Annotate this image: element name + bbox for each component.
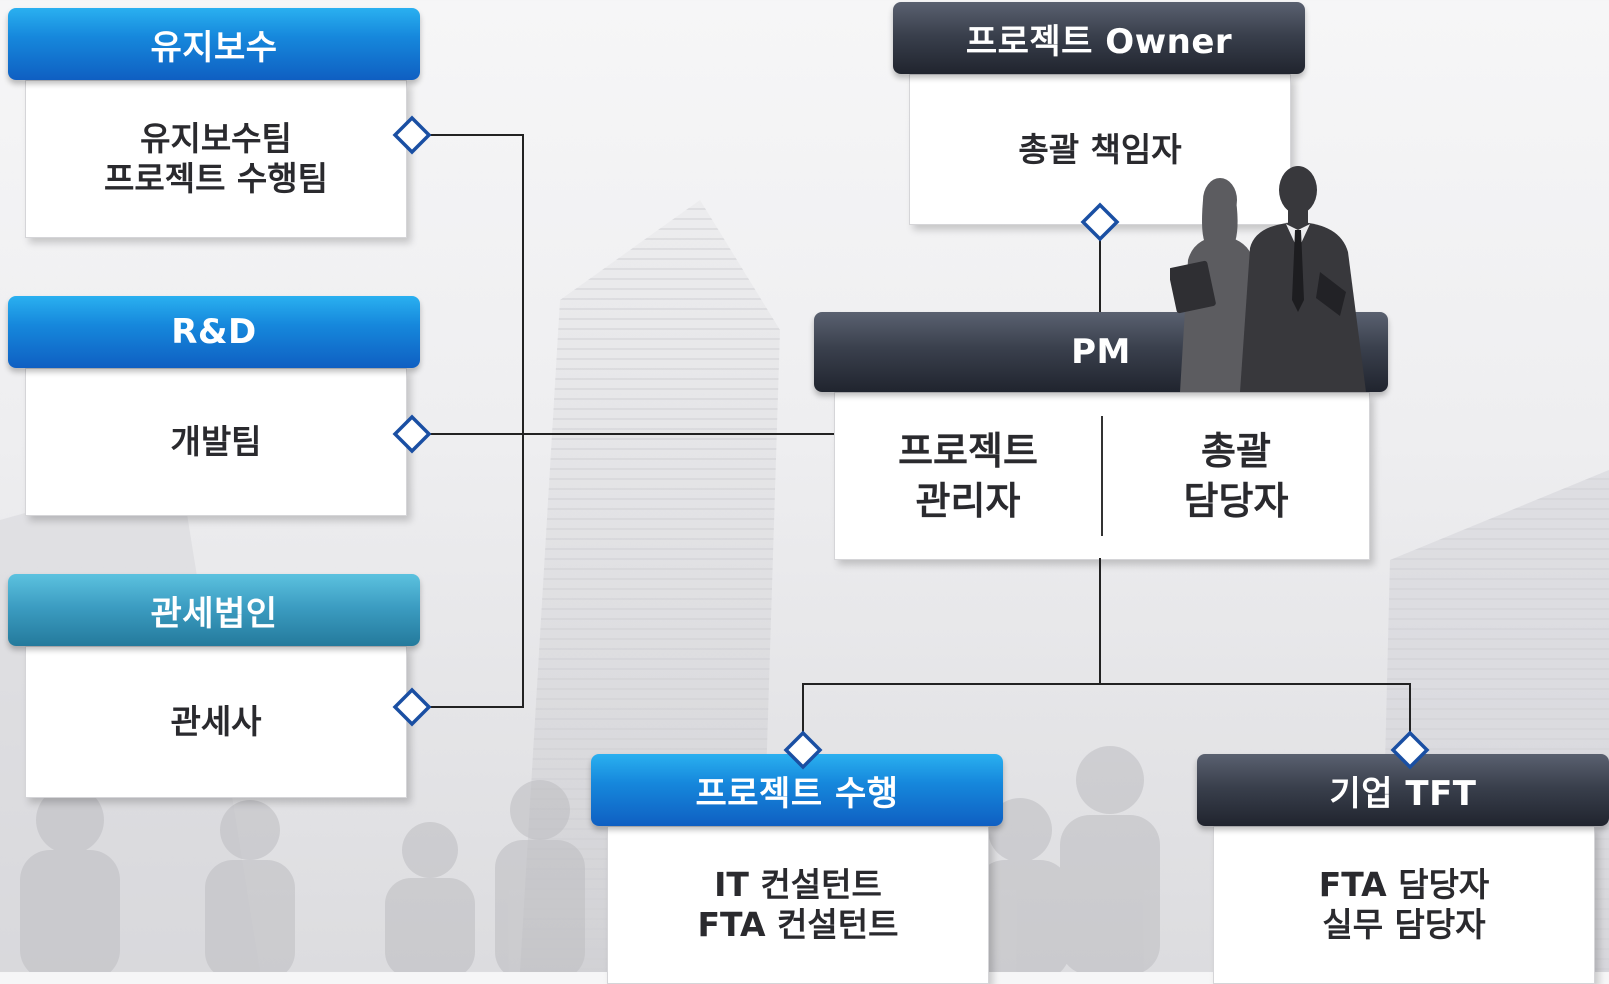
pm-col-lead-line-2: 담당자 bbox=[1183, 479, 1289, 523]
pm-col-lead-line-1: 총괄 bbox=[1201, 429, 1271, 473]
node-maintenance-line-2: 프로젝트 수행팀 bbox=[103, 159, 328, 198]
node-owner-line-1: 총괄 책임자 bbox=[1018, 129, 1182, 169]
node-project-execution-body: IT 컨설턴트 FTA 컨설턴트 bbox=[607, 826, 989, 984]
node-project-execution: 프로젝트 수행 IT 컨설턴트 FTA 컨설턴트 bbox=[591, 754, 1003, 984]
node-company-tft-line-1: FTA 담당자 bbox=[1318, 865, 1490, 904]
node-project-execution-line-2: FTA 컨설턴트 bbox=[697, 905, 899, 944]
pm-col-manager-line-2: 관리자 bbox=[915, 479, 1021, 523]
node-company-tft-header: 기업 TFT bbox=[1197, 754, 1609, 826]
node-rnd-body: 개발팀 bbox=[25, 368, 407, 516]
node-rnd-line-1: 개발팀 bbox=[170, 422, 262, 461]
node-maintenance-line-1: 유지보수팀 bbox=[140, 119, 292, 158]
node-project-execution-line-1: IT 컨설턴트 bbox=[714, 865, 882, 904]
node-company-tft: 기업 TFT FTA 담당자 실무 담당자 bbox=[1197, 754, 1609, 984]
node-rnd: R&D 개발팀 bbox=[8, 296, 420, 516]
node-maintenance-body: 유지보수팀 프로젝트 수행팀 bbox=[25, 80, 407, 238]
node-company-tft-body: FTA 담당자 실무 담당자 bbox=[1213, 826, 1595, 984]
pm-col-manager-line-1: 프로젝트 bbox=[898, 429, 1038, 473]
node-project-execution-header: 프로젝트 수행 bbox=[591, 754, 1003, 826]
pm-divider bbox=[1101, 416, 1103, 536]
node-customs-body: 관세사 bbox=[25, 646, 407, 798]
node-customs-header: 관세법인 bbox=[8, 574, 420, 646]
node-owner-header: 프로젝트 Owner bbox=[893, 2, 1305, 74]
node-maintenance-header: 유지보수 bbox=[8, 8, 420, 80]
node-pm-title: PM bbox=[1071, 332, 1131, 372]
pm-col-manager: 프로젝트 관리자 bbox=[835, 393, 1101, 559]
node-rnd-header: R&D bbox=[8, 296, 420, 368]
pm-col-lead: 총괄 담당자 bbox=[1103, 393, 1369, 559]
node-maintenance: 유지보수 유지보수팀 프로젝트 수행팀 bbox=[8, 8, 420, 238]
node-customs: 관세법인 관세사 bbox=[8, 574, 420, 798]
node-customs-line-1: 관세사 bbox=[170, 702, 262, 741]
business-people-silhouette-icon bbox=[1170, 166, 1366, 392]
node-pm-body: 프로젝트 관리자 총괄 담당자 bbox=[834, 392, 1370, 560]
node-company-tft-line-2: 실무 담당자 bbox=[1322, 905, 1486, 944]
